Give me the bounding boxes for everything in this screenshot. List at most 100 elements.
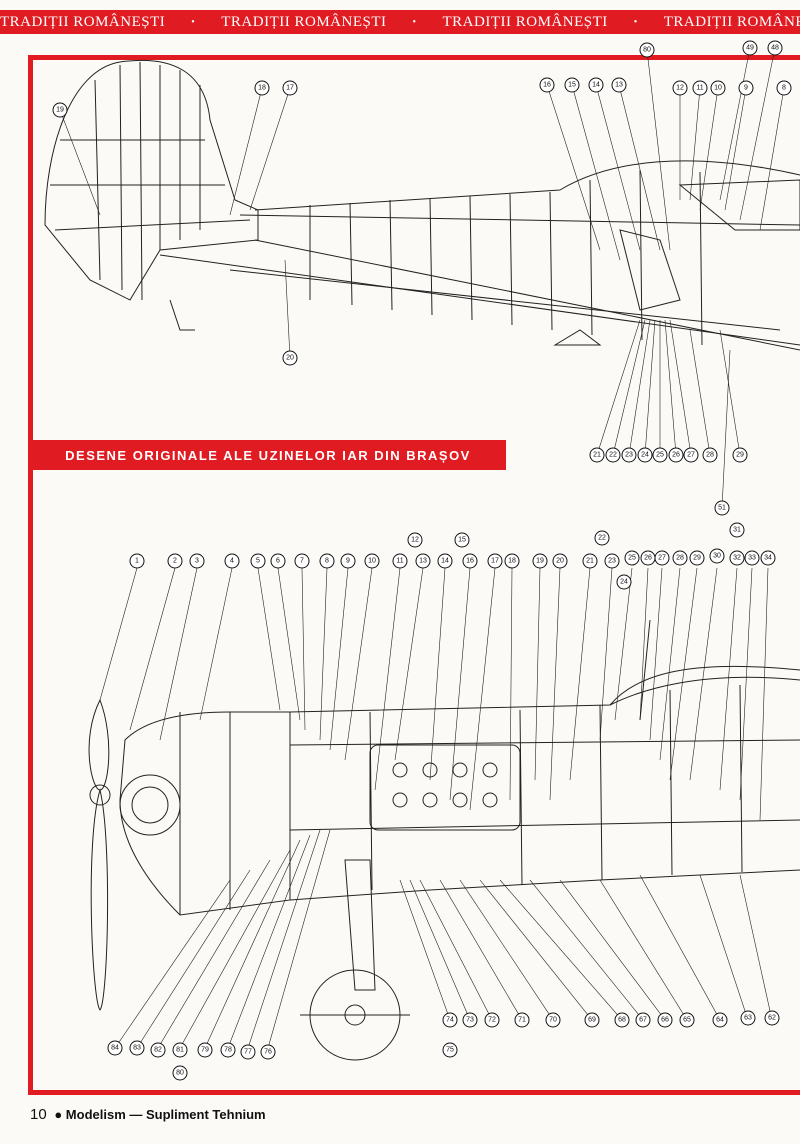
banner-text-1: TRADIȚII ROMÂNEȘTI bbox=[0, 13, 166, 30]
svg-text:19: 19 bbox=[56, 107, 64, 114]
page-number: 10 bbox=[30, 1106, 47, 1123]
callout-b77: 77 bbox=[240, 1044, 256, 1060]
callout-b2: 2 bbox=[167, 553, 183, 569]
callout-21: 21 bbox=[589, 447, 605, 463]
callout-23: 23 bbox=[621, 447, 637, 463]
callout-b22: 22 bbox=[594, 530, 610, 546]
callout-b10: 10 bbox=[364, 553, 380, 569]
callout-b73: 73 bbox=[462, 1012, 478, 1028]
svg-text:3: 3 bbox=[195, 558, 199, 565]
callout-b71: 71 bbox=[514, 1012, 530, 1028]
footer-text: Modelism — Supliment Tehnium bbox=[65, 1107, 266, 1122]
callout-26: 26 bbox=[668, 447, 684, 463]
svg-text:30: 30 bbox=[713, 553, 721, 560]
callout-b21: 21 bbox=[582, 553, 598, 569]
callout-b66: 66 bbox=[657, 1012, 673, 1028]
svg-text:33: 33 bbox=[748, 555, 756, 562]
callout-25: 25 bbox=[652, 447, 668, 463]
svg-text:48: 48 bbox=[771, 45, 779, 52]
callout-27: 27 bbox=[683, 447, 699, 463]
svg-text:22: 22 bbox=[609, 452, 617, 459]
svg-text:79: 79 bbox=[201, 1047, 209, 1054]
svg-text:5: 5 bbox=[256, 558, 260, 565]
svg-text:20: 20 bbox=[286, 355, 294, 362]
callout-b26: 26 bbox=[640, 550, 656, 566]
svg-text:28: 28 bbox=[706, 452, 714, 459]
callout-b28: 28 bbox=[672, 550, 688, 566]
callout-b5: 5 bbox=[250, 553, 266, 569]
svg-text:20: 20 bbox=[556, 558, 564, 565]
banner-separator-3: • bbox=[633, 16, 638, 28]
callout-12: 12 bbox=[672, 80, 688, 96]
svg-text:80: 80 bbox=[176, 1070, 184, 1077]
callout-b30: 30 bbox=[709, 548, 725, 564]
svg-text:8: 8 bbox=[325, 558, 329, 565]
svg-text:16: 16 bbox=[543, 82, 551, 89]
callout-b12: 12 bbox=[407, 532, 423, 548]
callout-80: 80 bbox=[639, 42, 655, 58]
callout-b62: 62 bbox=[764, 1010, 780, 1026]
page-footer: 10 ● Modelism — Supliment Tehnium bbox=[30, 1106, 266, 1123]
callout-b31: 31 bbox=[729, 522, 745, 538]
callout-b4: 4 bbox=[224, 553, 240, 569]
svg-text:9: 9 bbox=[744, 85, 748, 92]
svg-text:17: 17 bbox=[491, 558, 499, 565]
callout-b18: 18 bbox=[504, 553, 520, 569]
callout-b76: 76 bbox=[260, 1044, 276, 1060]
callout-b78: 78 bbox=[220, 1042, 236, 1058]
svg-text:6: 6 bbox=[276, 558, 280, 565]
callout-b74: 74 bbox=[442, 1012, 458, 1028]
callout-b14: 14 bbox=[437, 553, 453, 569]
frame-top-rule bbox=[28, 55, 800, 60]
svg-text:17: 17 bbox=[286, 85, 294, 92]
svg-text:2: 2 bbox=[173, 558, 177, 565]
callout-24: 24 bbox=[637, 447, 653, 463]
banner-separator-1: • bbox=[191, 16, 196, 28]
frame-bottom-rule bbox=[28, 1090, 800, 1095]
drawing-caption-text: DESENE ORIGINALE ALE UZINELOR IAR DIN BR… bbox=[65, 447, 471, 463]
svg-text:18: 18 bbox=[508, 558, 516, 565]
svg-text:31: 31 bbox=[733, 527, 741, 534]
forward-fuselage-drawing bbox=[88, 567, 800, 1061]
svg-text:25: 25 bbox=[628, 555, 636, 562]
callout-b24: 24 bbox=[616, 574, 632, 590]
svg-text:65: 65 bbox=[683, 1017, 691, 1024]
svg-text:75: 75 bbox=[446, 1047, 454, 1054]
svg-text:64: 64 bbox=[716, 1017, 724, 1024]
callout-b83: 83 bbox=[129, 1040, 145, 1056]
callout-b19: 19 bbox=[532, 553, 548, 569]
callout-29: 29 bbox=[732, 447, 748, 463]
callout-b15: 15 bbox=[454, 532, 470, 548]
svg-text:63: 63 bbox=[744, 1015, 752, 1022]
drawing-caption: DESENE ORIGINALE ALE UZINELOR IAR DIN BR… bbox=[30, 440, 506, 470]
callout-b25: 25 bbox=[624, 550, 640, 566]
svg-text:27: 27 bbox=[658, 555, 666, 562]
callout-b29: 29 bbox=[689, 550, 705, 566]
callout-b68: 68 bbox=[614, 1012, 630, 1028]
svg-text:10: 10 bbox=[368, 558, 376, 565]
svg-text:83: 83 bbox=[133, 1045, 141, 1052]
svg-text:19: 19 bbox=[536, 558, 544, 565]
svg-text:27: 27 bbox=[687, 452, 695, 459]
svg-text:26: 26 bbox=[672, 452, 680, 459]
callout-b20: 20 bbox=[552, 553, 568, 569]
banner-text-4: TRADIȚII ROMÂNEȘTI bbox=[663, 13, 800, 30]
callout-b70: 70 bbox=[545, 1012, 561, 1028]
svg-text:80: 80 bbox=[643, 47, 651, 54]
svg-text:16: 16 bbox=[466, 558, 474, 565]
svg-text:14: 14 bbox=[592, 82, 600, 89]
svg-text:78: 78 bbox=[224, 1047, 232, 1054]
callout-b11: 11 bbox=[392, 553, 408, 569]
callout-18: 18 bbox=[254, 80, 270, 96]
svg-text:24: 24 bbox=[641, 452, 649, 459]
svg-text:67: 67 bbox=[639, 1017, 647, 1024]
svg-text:29: 29 bbox=[736, 452, 744, 459]
svg-text:49: 49 bbox=[746, 45, 754, 52]
callout-9: 9 bbox=[738, 80, 754, 96]
callout-13: 13 bbox=[611, 77, 627, 93]
svg-text:8: 8 bbox=[782, 85, 786, 92]
callout-b8: 8 bbox=[319, 553, 335, 569]
svg-text:11: 11 bbox=[696, 85, 703, 92]
svg-text:29: 29 bbox=[693, 555, 701, 562]
